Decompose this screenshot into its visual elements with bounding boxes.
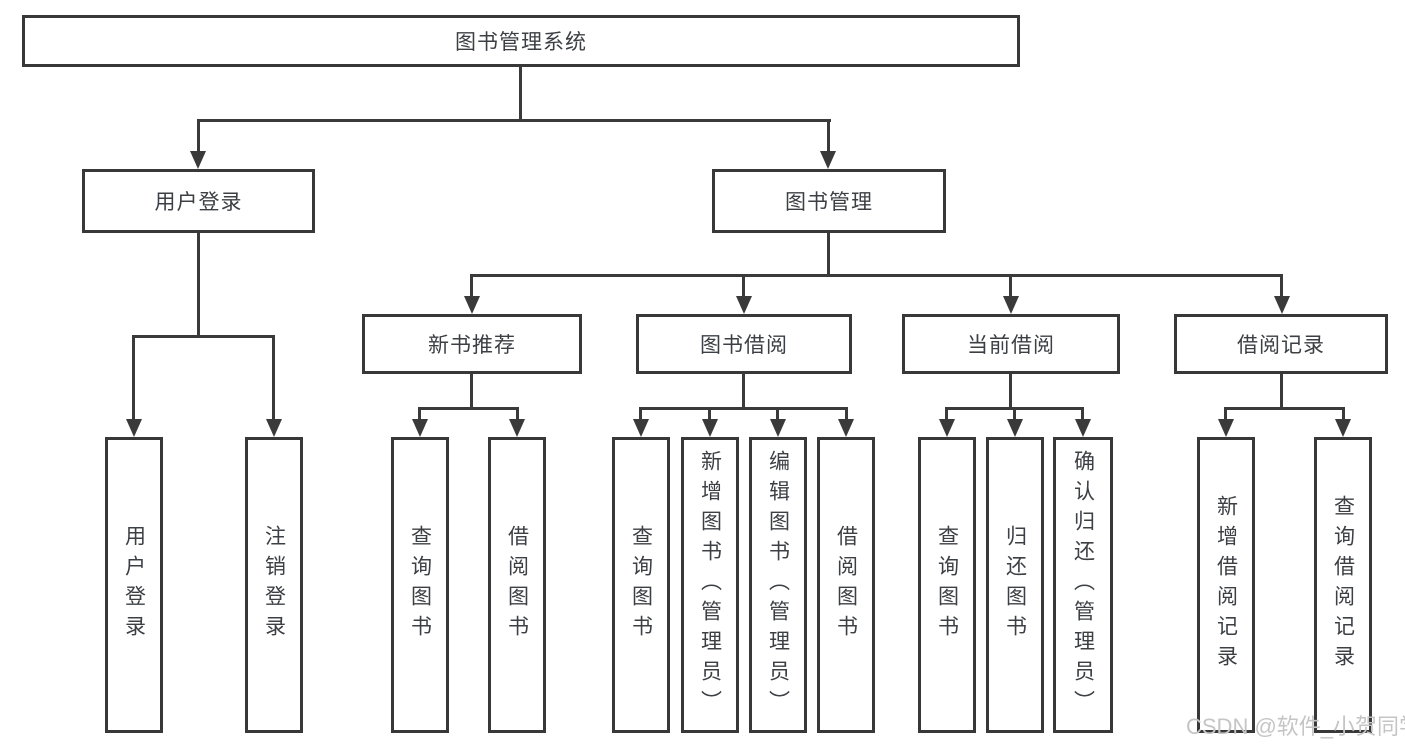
connector-userlogin-stem bbox=[197, 233, 200, 335]
leaf-label: 查询借阅记录 bbox=[1331, 495, 1355, 675]
arrow-down-icon bbox=[702, 419, 718, 437]
leaf-label: 编辑图书（管理员） bbox=[766, 450, 790, 720]
node-root-label: 图书管理系统 bbox=[455, 31, 587, 54]
node-new-book-rec-label: 新书推荐 bbox=[428, 334, 516, 357]
leaf-label: 查询图书 bbox=[629, 525, 653, 645]
leaf-user-login: 用户登录 bbox=[105, 437, 163, 733]
connector-g3-drop-4 bbox=[845, 407, 848, 419]
leaf-label: 查询图书 bbox=[935, 525, 959, 645]
connector-bookmgmt-drop-3 bbox=[1009, 274, 1012, 296]
leaf-label: 用户登录 bbox=[122, 525, 146, 645]
connector-g4-stem bbox=[1009, 374, 1012, 407]
connector-userlogin-drop-2 bbox=[272, 335, 275, 419]
leaf-add-borrow-record: 新增借阅记录 bbox=[1197, 437, 1255, 733]
leaf-confirm-return-admin: 确认归还（管理员） bbox=[1053, 437, 1113, 733]
leaf-borrow-books: 借阅图书 bbox=[817, 437, 875, 733]
connector-g2-drop-1 bbox=[418, 407, 421, 419]
leaf-edit-books-admin: 编辑图书（管理员） bbox=[749, 437, 807, 733]
connector-bookmgmt-stem bbox=[827, 233, 830, 274]
node-borrow-records: 借阅记录 bbox=[1174, 314, 1388, 374]
arrow-down-icon bbox=[190, 151, 206, 169]
leaf-rec-query-books: 查询图书 bbox=[391, 437, 449, 733]
connector-g2-bar bbox=[418, 407, 519, 410]
connector-g5-stem bbox=[1280, 374, 1283, 407]
connector-bookmgmt-drop-4 bbox=[1280, 274, 1283, 296]
node-borrow-records-label: 借阅记录 bbox=[1237, 334, 1325, 357]
connector-userlogin-drop-1 bbox=[132, 335, 135, 419]
leaf-label: 归还图书 bbox=[1003, 525, 1027, 645]
node-book-borrow: 图书借阅 bbox=[636, 314, 852, 374]
leaf-label: 查询图书 bbox=[408, 525, 432, 645]
node-current-borrow: 当前借阅 bbox=[902, 314, 1120, 374]
leaf-label: 确认归还（管理员） bbox=[1071, 450, 1095, 720]
arrow-down-icon bbox=[1218, 419, 1234, 437]
connector-g5-drop-1 bbox=[1224, 407, 1227, 419]
connector-g4-drop-2 bbox=[1013, 407, 1016, 419]
leaf-rec-borrow-books: 借阅图书 bbox=[488, 437, 546, 733]
connector-bookmgmt-drop-2 bbox=[742, 274, 745, 296]
connector-userlogin-bar bbox=[132, 335, 275, 338]
arrow-down-icon bbox=[1075, 419, 1091, 437]
arrow-down-icon bbox=[838, 419, 854, 437]
connector-g5-drop-2 bbox=[1342, 407, 1345, 419]
csdn-watermark: CSDN @软件_小贺同学 bbox=[1186, 714, 1405, 739]
arrow-down-icon bbox=[464, 296, 480, 314]
connector-g4-drop-3 bbox=[1081, 407, 1084, 419]
node-book-borrow-label: 图书借阅 bbox=[700, 334, 788, 357]
leaf-logout: 注销登录 bbox=[245, 437, 303, 733]
leaf-return-books: 归还图书 bbox=[986, 437, 1044, 733]
arrow-down-icon bbox=[126, 419, 142, 437]
connector-g3-stem bbox=[742, 374, 745, 407]
leaf-add-books-admin: 新增图书（管理员） bbox=[681, 437, 739, 733]
arrow-down-icon bbox=[736, 296, 752, 314]
node-current-borrow-label: 当前借阅 bbox=[967, 334, 1055, 357]
connector-bookmgmt-bar bbox=[470, 274, 1283, 277]
leaf-label: 新增图书（管理员） bbox=[698, 450, 722, 720]
arrow-down-icon bbox=[1274, 296, 1290, 314]
connector-g3-drop-1 bbox=[639, 407, 642, 419]
node-user-login: 用户登录 bbox=[82, 169, 315, 233]
arrow-down-icon bbox=[412, 419, 428, 437]
connector-root-bar bbox=[197, 119, 831, 122]
connector-g3-drop-3 bbox=[776, 407, 779, 419]
arrow-down-icon bbox=[939, 419, 955, 437]
node-book-mgmt-label: 图书管理 bbox=[785, 191, 873, 214]
arrow-down-icon bbox=[1335, 419, 1351, 437]
leaf-borrow-query-books: 查询图书 bbox=[612, 437, 670, 733]
arrow-down-icon bbox=[770, 419, 786, 437]
arrow-down-icon bbox=[633, 419, 649, 437]
node-book-mgmt: 图书管理 bbox=[712, 169, 946, 233]
leaf-current-query-books: 查询图书 bbox=[918, 437, 976, 733]
connector-g5-bar bbox=[1224, 407, 1345, 410]
connector-g4-drop-1 bbox=[945, 407, 948, 419]
leaf-label: 借阅图书 bbox=[505, 525, 529, 645]
connector-g3-bar bbox=[639, 407, 848, 410]
connector-root-stem bbox=[519, 67, 522, 119]
connector-bookmgmt-drop-1 bbox=[470, 274, 473, 296]
leaf-label: 注销登录 bbox=[262, 525, 286, 645]
connector-root-left-drop bbox=[197, 119, 200, 152]
node-root: 图书管理系统 bbox=[22, 15, 1020, 67]
arrow-down-icon bbox=[509, 419, 525, 437]
connector-g3-drop-2 bbox=[708, 407, 711, 419]
leaf-query-borrow-record: 查询借阅记录 bbox=[1314, 437, 1372, 733]
connector-g2-drop-2 bbox=[516, 407, 519, 419]
leaf-label: 新增借阅记录 bbox=[1214, 495, 1238, 675]
node-new-book-rec: 新书推荐 bbox=[362, 314, 582, 374]
leaf-label: 借阅图书 bbox=[834, 525, 858, 645]
arrow-down-icon bbox=[1007, 419, 1023, 437]
node-user-login-label: 用户登录 bbox=[154, 191, 243, 214]
connector-g2-stem bbox=[470, 374, 473, 407]
arrow-down-icon bbox=[1003, 296, 1019, 314]
arrow-down-icon bbox=[266, 419, 282, 437]
connector-root-right-drop bbox=[827, 119, 830, 152]
arrow-down-icon bbox=[820, 151, 836, 169]
